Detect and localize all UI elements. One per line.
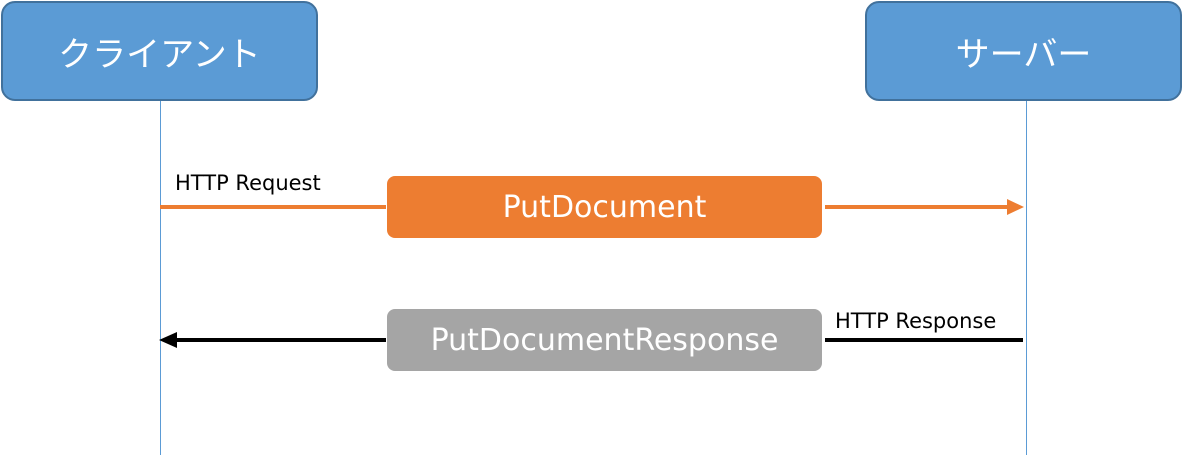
response-message-box: PutDocumentResponse [387,309,822,371]
response-caption: HTTP Response [835,309,997,333]
client-participant: クライアント [1,1,318,101]
request-caption: HTTP Request [175,171,321,195]
request-arrowhead-icon [1007,199,1024,215]
request-arrow-line-right [825,205,1008,209]
request-message-box: PutDocument [387,176,822,238]
client-lifeline [160,101,161,455]
client-label: クライアント [58,34,261,75]
response-arrow-line-left [176,338,386,342]
request-arrow-line-left [160,205,386,209]
response-arrowhead-icon [159,332,177,348]
server-lifeline [1026,101,1027,455]
server-participant: サーバー [865,1,1182,101]
response-message-label: PutDocumentResponse [430,322,779,358]
request-message-label: PutDocument [502,189,707,225]
response-arrow-line-right [825,338,1023,342]
server-label: サーバー [955,34,1092,75]
